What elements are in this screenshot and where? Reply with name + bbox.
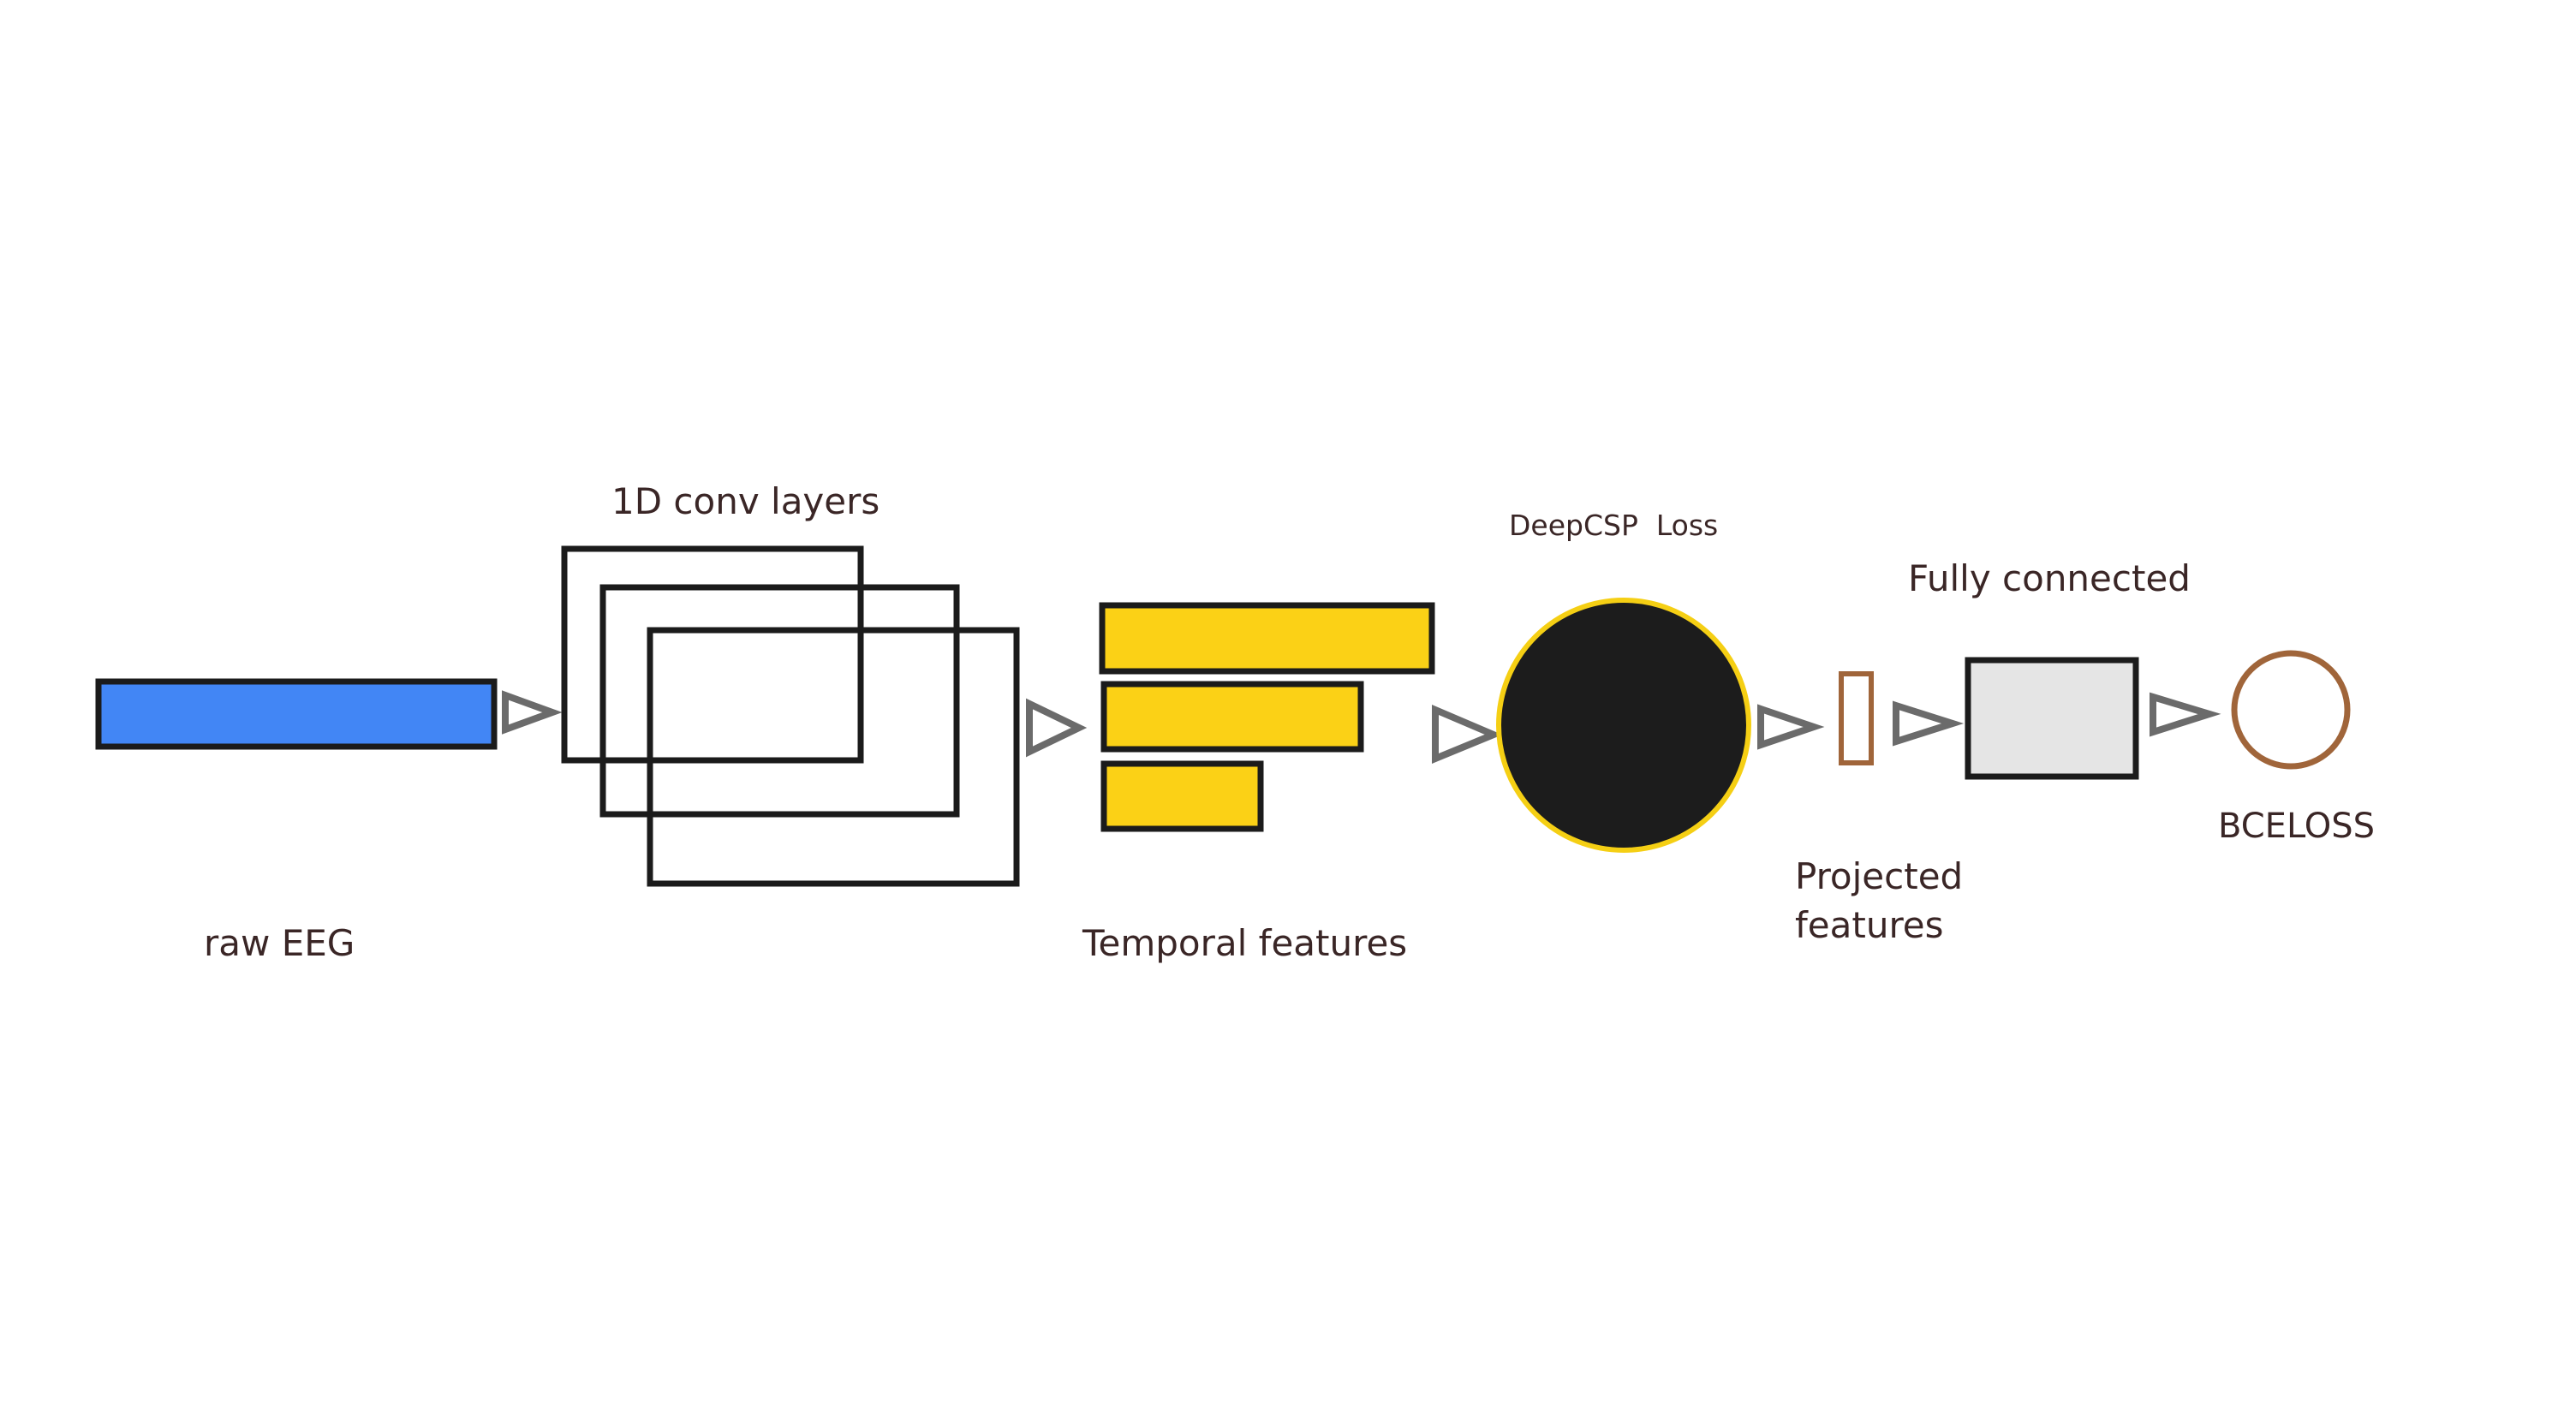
temporal-feature-bar-1 (1099, 602, 1435, 675)
fully-connected-block (1965, 657, 2139, 780)
raw-eeg-block (95, 678, 498, 750)
arrow-6 (2150, 692, 2221, 737)
temporal-features-label: Temporal features (1082, 922, 1407, 964)
arrow-1 (502, 690, 563, 735)
raw-eeg-label: raw EEG (204, 922, 355, 964)
arrow-4 (1757, 704, 1825, 750)
conv-layers-label: 1D conv layers (611, 480, 880, 522)
temporal-feature-bar-2 (1100, 681, 1364, 753)
temporal-feature-bar-3 (1100, 760, 1264, 832)
projected-features-label-line2: features (1795, 904, 1944, 946)
arrow-5 (1893, 700, 1965, 747)
fully-connected-label: Fully connected (1908, 557, 2191, 599)
conv-layer-1 (561, 545, 864, 764)
bceloss-label: BCELOSS (2218, 807, 2375, 846)
conv-layer-2 (599, 584, 960, 818)
conv-layer-3 (647, 627, 1020, 887)
projected-features-label-line1: Projected (1795, 855, 1963, 897)
deepcsp-loss-node (1496, 598, 1751, 853)
deepcsp-loss-label: DeepCSP Loss (1509, 509, 1718, 542)
arrow-3 (1432, 704, 1503, 764)
projected-features-block (1839, 671, 1874, 765)
arrow-2 (1026, 698, 1088, 758)
bceloss-node (2231, 650, 2351, 770)
